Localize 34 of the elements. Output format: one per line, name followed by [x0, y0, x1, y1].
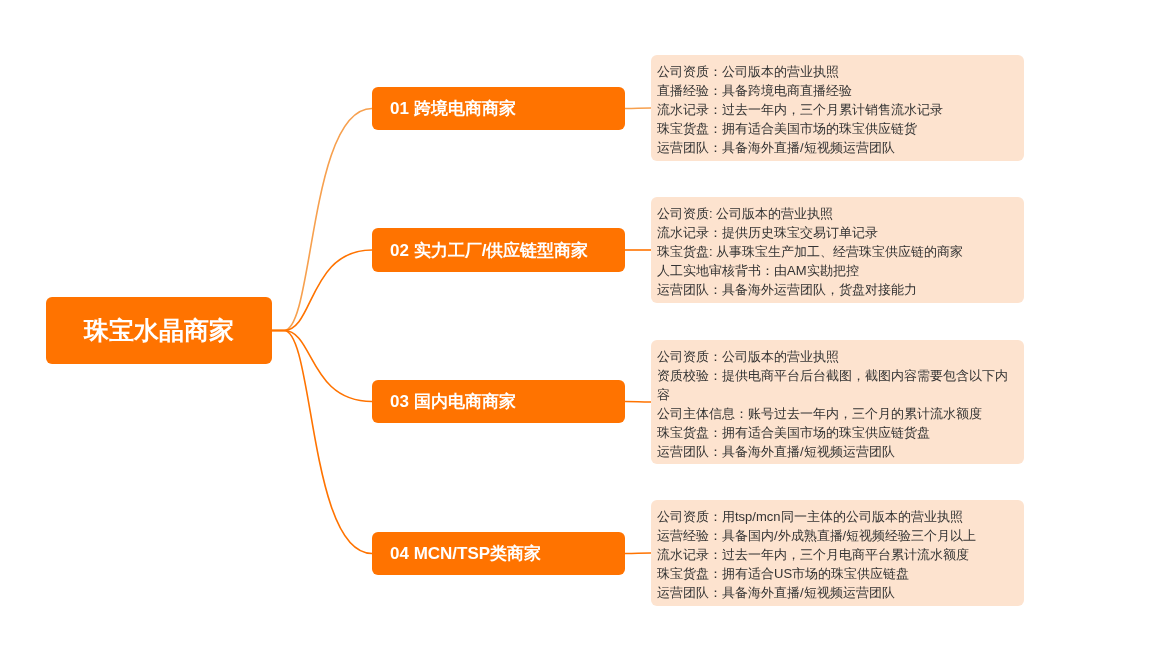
- branch-topic-box: 03 国内电商商家: [372, 380, 625, 423]
- requirement-text: 公司资质：公司版本的营业执照: [657, 348, 839, 366]
- info-card: [651, 340, 1024, 464]
- connector-line: [624, 249, 652, 251]
- requirement-text: 直播经验：具备跨境电商直播经验: [657, 82, 852, 100]
- info-card: [651, 55, 1024, 161]
- requirement-text: 珠宝货盘：拥有适合美国市场的珠宝供应链货盘: [657, 424, 930, 442]
- requirement-text: 运营团队：具备海外直播/短视频运营团队: [657, 443, 895, 461]
- branch-topic-box: 02 实力工厂/供应链型商家: [372, 228, 625, 272]
- branch-topic-box: 01 跨境电商商家: [372, 87, 625, 130]
- requirement-text: 珠宝货盘：拥有适合美国市场的珠宝供应链货: [657, 120, 917, 138]
- connector-line: [624, 400, 652, 403]
- connector-line: [271, 329, 373, 555]
- requirement-text: 运营经验：具备国内/外成熟直播/短视频经验三个月以上: [657, 527, 977, 545]
- requirement-text: 人工实地审核背书：由AM实勘把控: [657, 262, 859, 280]
- branch-topic-box: 04 MCN/TSP类商家: [372, 532, 625, 575]
- requirement-text: 资质校验：提供电商平台后台截图，截图内容需要包含以下内容: [657, 367, 1009, 404]
- requirement-text: 运营团队：具备海外直播/短视频运营团队: [657, 139, 895, 157]
- requirement-text: 珠宝货盘：拥有适合US市场的珠宝供应链盘: [657, 565, 910, 583]
- requirement-text: 公司资质: 公司版本的营业执照: [657, 205, 834, 223]
- requirement-text: 运营团队：具备海外直播/短视频运营团队: [657, 584, 895, 602]
- requirement-text: 公司主体信息：账号过去一年内，三个月的累计流水额度: [657, 405, 982, 423]
- requirement-text: 流水记录：提供历史珠宝交易订单记录: [657, 224, 878, 242]
- requirement-text: 运营团队：具备海外运营团队，货盘对接能力: [657, 281, 917, 299]
- requirement-text: 流水记录：过去一年内，三个月电商平台累计流水额度: [657, 546, 969, 564]
- info-card: [651, 197, 1024, 303]
- connector-line: [624, 107, 652, 110]
- root-topic-box: 珠宝水晶商家: [46, 297, 272, 364]
- connector-line: [624, 552, 652, 555]
- requirement-text: 珠宝货盘: 从事珠宝生产加工、经营珠宝供应链的商家: [657, 243, 964, 261]
- requirement-text: 流水记录：过去一年内，三个月累计销售流水记录: [657, 101, 943, 119]
- requirement-text: 公司资质：公司版本的营业执照: [657, 63, 839, 81]
- requirement-text: 公司资质：用tsp/mcn同一主体的公司版本的营业执照: [657, 508, 963, 526]
- info-card: [651, 500, 1024, 606]
